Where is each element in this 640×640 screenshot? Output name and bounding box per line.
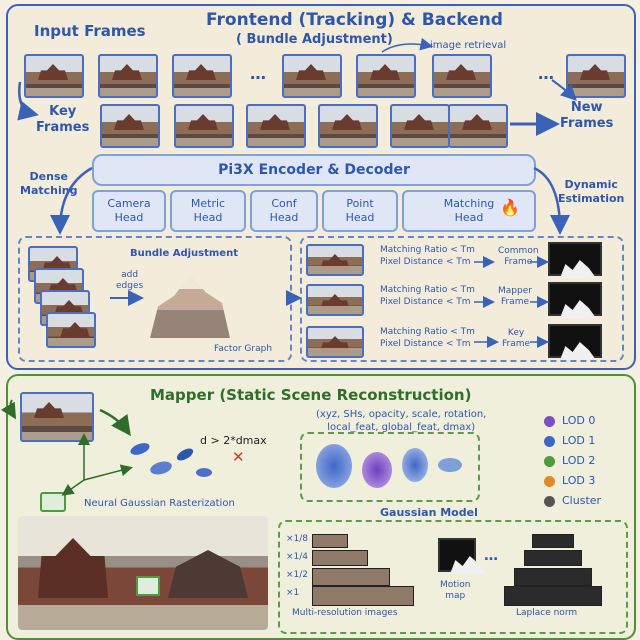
multi-resolution-label: Multi-resolution images — [292, 608, 398, 618]
input-frame — [172, 54, 232, 98]
rasterization-label: Neural Gaussian Rasterization — [84, 498, 235, 509]
legend-cluster: Cluster — [562, 494, 602, 507]
encoder-decoder-box: Pi3X Encoder & Decoder — [92, 154, 536, 186]
motion-map-image — [438, 538, 476, 572]
input-frame — [24, 54, 84, 98]
lod1-gaussian — [316, 444, 352, 488]
metric-head: Metric Head — [170, 190, 246, 232]
legend-lod3: LOD 3 — [562, 474, 596, 487]
camera-head: Camera Head — [92, 190, 166, 232]
gaussian-cluster-panel — [300, 432, 480, 502]
laplace-level — [514, 568, 592, 586]
camera-icon — [136, 576, 160, 596]
dynamic-mask — [548, 282, 602, 316]
input-frame — [282, 54, 342, 98]
key-frames-label: Key Frames — [36, 104, 90, 135]
key-frame — [100, 104, 160, 148]
gaussian-ellipse — [196, 468, 212, 477]
distance-condition: d > 2*dmax — [200, 434, 267, 447]
match-frame — [306, 326, 364, 358]
frontend-arrows — [17, 37, 577, 348]
point-head: Point Head — [322, 190, 398, 232]
legend-dot-lod0 — [544, 416, 555, 427]
mapper-frame-label: Mapper Frame — [498, 286, 532, 307]
gaussian-model-label: Gaussian Model — [380, 506, 478, 519]
common-frame-label: Common Frame — [498, 246, 539, 267]
laplace-norm-label: Laplace norm — [516, 608, 578, 618]
laplace-level — [504, 586, 602, 606]
ellipsis: … — [538, 64, 554, 83]
input-frame — [432, 54, 492, 98]
lod0-gaussian — [362, 452, 392, 488]
bundle-adjustment-label: Bundle Adjustment — [130, 248, 238, 259]
motion-map-label: Motion map — [440, 580, 471, 601]
legend-dot-lod1 — [544, 436, 555, 447]
image-retrieval-label: image retrieval — [430, 40, 507, 51]
add-edges-label: add edges — [116, 270, 144, 291]
fire-icon: 🔥 — [500, 198, 520, 217]
dense-matching-label: Dense Matching — [20, 170, 78, 197]
key-frame — [246, 104, 306, 148]
rendered-scene-image — [18, 516, 268, 630]
legend-dot-lod2 — [544, 456, 555, 467]
matching-head: Matching Head — [402, 190, 536, 232]
ba-frame — [46, 312, 96, 348]
camera-icon — [40, 492, 66, 512]
input-frame — [356, 54, 416, 98]
legend-lod2: LOD 2 — [562, 454, 596, 467]
reject-cross-icon: ✕ — [232, 448, 245, 466]
laplace-level — [524, 550, 582, 566]
key-frame — [448, 104, 508, 148]
legend-dot-lod3 — [544, 476, 555, 487]
pyramid-level — [312, 550, 368, 566]
ellipsis: … — [250, 64, 266, 83]
lod1-gaussian — [402, 448, 428, 482]
match-frame — [306, 284, 364, 316]
conf-head: Conf Head — [250, 190, 318, 232]
input-frames-label: Input Frames — [34, 22, 146, 40]
gaussian-model-panel — [278, 520, 628, 634]
match-frame — [306, 244, 364, 276]
dynamic-mask — [548, 324, 602, 358]
pyramid-level — [312, 534, 348, 548]
laplace-level — [532, 534, 574, 548]
legend-lod0: LOD 0 — [562, 414, 596, 427]
input-frame — [98, 54, 158, 98]
mapper-title: Mapper (Static Scene Reconstruction) — [150, 386, 472, 404]
dynamic-mask — [548, 242, 602, 276]
key-frame — [174, 104, 234, 148]
key-frame-label: Key Frame — [502, 328, 531, 349]
gaussian-attributes: (xyz, SHs, opacity, scale, rotation, loc… — [316, 409, 487, 433]
scale-label: ×1/4 — [286, 552, 309, 562]
scale-label: ×1 — [286, 588, 300, 598]
factor-graph-label: Factor Graph — [214, 344, 273, 354]
mapper-arrows — [0, 399, 133, 496]
key-frame — [318, 104, 378, 148]
frontend-subtitle: ( Bundle Adjustment) — [236, 32, 393, 47]
new-frames-label: New Frames — [560, 100, 614, 131]
input-frame — [566, 54, 626, 98]
scale-label: ×1/2 — [286, 570, 309, 580]
scale-label: ×1/8 — [286, 534, 309, 544]
frontend-title: Frontend (Tracking) & Backend — [206, 10, 503, 30]
dynamic-estimation-label: Dynamic Estimation — [558, 178, 625, 205]
pyramid-level — [312, 586, 414, 606]
legend-dot-cluster — [544, 496, 555, 507]
pyramid-level — [312, 568, 390, 586]
legend-lod1: LOD 1 — [562, 434, 596, 447]
lod2-gaussian — [438, 458, 462, 472]
ellipsis: … — [484, 548, 498, 564]
